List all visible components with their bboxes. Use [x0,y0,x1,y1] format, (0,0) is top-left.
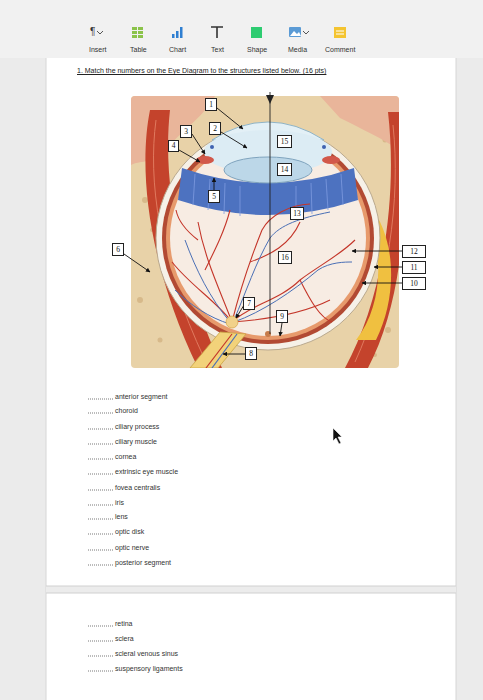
axis-line [270,92,271,334]
toolbar-label: Comment [325,46,355,53]
term-option: choroid [115,407,138,414]
eye-drawing [131,96,399,368]
nerve-artery [206,334,232,368]
term-option: cornea [115,453,136,460]
callout-box: 7 [243,297,255,310]
callout-box: 16 [278,251,292,264]
page-edge [456,58,457,700]
callout-number: 16 [281,254,289,262]
term-option: ciliary muscle [115,438,157,445]
retinal-arteries [172,204,355,322]
retina-layer [166,136,370,340]
callout-number: 8 [249,350,253,358]
term-option: suspensory ligaments [115,665,183,672]
term-option: anterior segment [115,393,168,400]
dropdown-chevron [97,31,103,34]
term-option: sclera [115,635,134,642]
term-option: extrinsic eye muscle [115,468,178,475]
nerve-vein [212,334,237,368]
term-option: retina [115,620,133,627]
callout-box: 10 [402,277,426,290]
eyelid-skin [320,96,399,150]
retinal-veins [175,212,352,324]
callout-box: 1 [205,98,217,111]
callout-number: 14 [281,166,289,174]
term-option: scleral venous sinus [115,650,178,657]
term-option: lens [115,513,128,520]
callout-box: 8 [245,347,257,360]
axis-arrowhead [266,95,274,104]
lens-shape [224,157,312,183]
toolbar-label: Chart [169,46,186,53]
callout-number: 11 [410,264,417,272]
callout-box: 6 [112,243,124,256]
term-option: posterior segment [115,559,171,566]
callout-box: 5 [208,190,220,203]
chart-icon [172,27,183,38]
callout-box: 13 [290,207,304,220]
callout-box: 14 [277,163,292,176]
term-option: optic nerve [115,544,149,551]
callout-number: 7 [247,300,251,308]
venous-sinus [210,145,214,149]
orbit-tissue [131,96,399,368]
term-option: ciliary process [115,423,159,430]
callout-box: 3 [180,125,192,138]
toolbar-label: Insert [89,46,107,53]
callout-number: 15 [281,138,289,146]
callout-number: 6 [116,246,120,254]
callout-number: 10 [410,280,418,288]
page-break-line [46,593,456,594]
callout-box: 11 [402,261,426,274]
callout-number: 9 [280,313,284,321]
term-option: fovea centralis [115,484,160,491]
text-icon [211,27,223,38]
vitreous-body [170,140,366,336]
optic-nerve-shape [190,332,246,368]
page-edge [46,58,47,700]
toolbar-label: Table [130,46,147,53]
callout-number: 4 [172,142,176,150]
toolbar-label: Shape [247,46,267,53]
toolbar-band [0,0,483,58]
page-break [46,586,456,593]
ciliary-process [322,156,340,164]
page-break-line [46,586,456,587]
comment-icon [334,27,346,38]
document-page [46,58,456,700]
venous-sinus [322,145,326,149]
toolbar-icons [97,27,346,38]
table-icon [132,27,143,38]
sclera-layer [156,126,380,350]
callout-number: 2 [213,125,217,133]
toolbar-symbol: ¶ [90,27,95,37]
media-icon [289,27,309,37]
callout-number: 13 [293,210,301,218]
ciliary-process [196,156,214,164]
term-option: optic disk [115,528,144,535]
callout-box: 4 [168,140,179,152]
toolbar-label: Media [288,46,307,53]
callout-number: 12 [410,248,418,256]
mouse-cursor [333,428,342,444]
callout-box: 9 [276,310,288,323]
worksheet-question: 1. Match the numbers on the Eye Diagram … [77,67,326,74]
choroid-layer [162,132,374,344]
callout-number: 5 [212,193,216,201]
answer-blanks [88,399,114,671]
term-option: iris [115,499,124,506]
callout-box: 15 [277,135,292,148]
callout-box: 12 [402,245,426,258]
shape-icon [251,27,262,38]
callout-number: 1 [209,101,213,109]
leader-lines [124,108,402,354]
toolbar-label: Text [211,46,224,53]
callout-box: 2 [209,122,221,135]
callout-number: 3 [184,128,188,136]
